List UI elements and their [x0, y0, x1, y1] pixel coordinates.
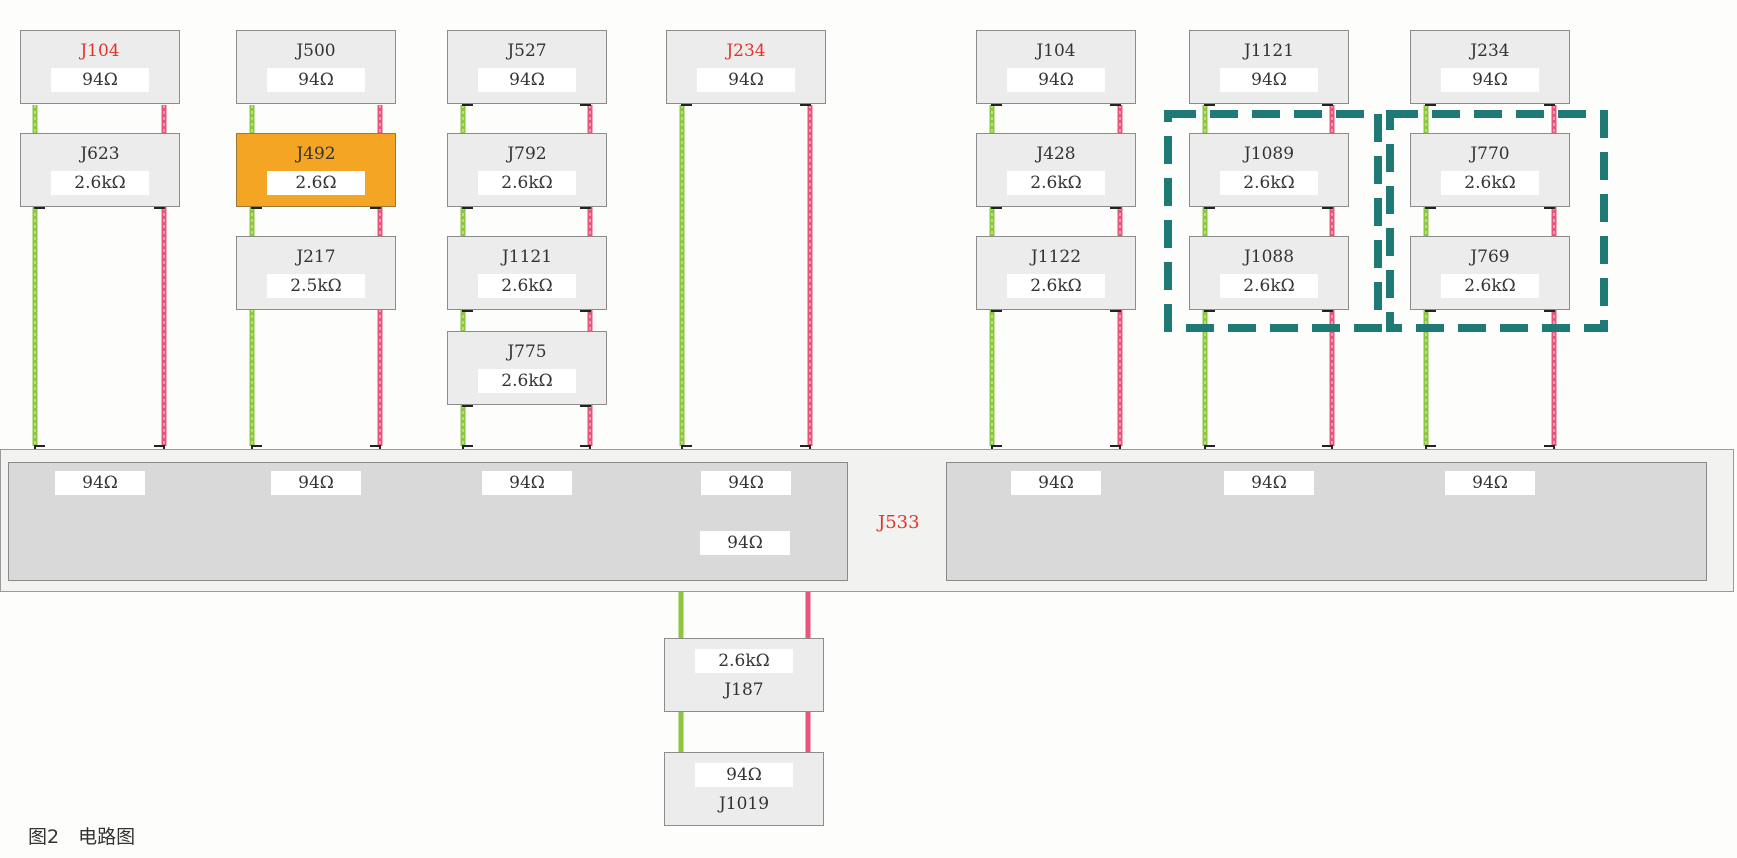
module-j1121b: J1121 94Ω: [1189, 30, 1349, 104]
module-name: J1089: [1243, 144, 1295, 164]
module-name: J770: [1470, 144, 1510, 164]
bus-node-resistance: 94Ω: [271, 471, 361, 495]
module-resistance: 94Ω: [695, 763, 793, 787]
module-name: J1019: [718, 794, 770, 814]
dashed-group-j1089-j1088: [1164, 110, 1382, 332]
module-name: J104: [80, 41, 120, 61]
module-resistance: 2.6kΩ: [1007, 171, 1105, 195]
module-name: J500: [296, 41, 336, 61]
module-name: J1088: [1243, 247, 1295, 267]
module-name: J527: [507, 41, 547, 61]
module-j234b: J234 94Ω: [1410, 30, 1570, 104]
module-name: J623: [80, 144, 120, 164]
module-j104b: J104 94Ω: [976, 30, 1136, 104]
module-resistance: 94Ω: [1007, 68, 1105, 92]
bus-node-resistance: 94Ω: [55, 471, 145, 495]
module-resistance: 2.6kΩ: [1441, 171, 1539, 195]
module-j792: J792 2.6kΩ: [447, 133, 607, 207]
module-j775: J775 2.6kΩ: [447, 331, 607, 405]
module-resistance: 94Ω: [51, 68, 149, 92]
module-resistance: 2.6Ω: [267, 171, 365, 195]
module-resistance: 2.6kΩ: [1220, 171, 1318, 195]
module-name: J1121: [1243, 41, 1295, 61]
bus-node-resistance: 94Ω: [482, 471, 572, 495]
module-name: J217: [296, 247, 336, 267]
module-j770: J770 2.6kΩ: [1410, 133, 1570, 207]
module-j428: J428 2.6kΩ: [976, 133, 1136, 207]
module-resistance: 2.6kΩ: [1441, 274, 1539, 298]
module-name: J1122: [1030, 247, 1082, 267]
module-j217: J217 2.5kΩ: [236, 236, 396, 310]
module-j500: J500 94Ω: [236, 30, 396, 104]
module-resistance: 2.5kΩ: [267, 274, 365, 298]
module-j104: J104 94Ω: [20, 30, 180, 104]
module-resistance: 94Ω: [478, 68, 576, 92]
module-name: J104: [1036, 41, 1076, 61]
module-name: J1121: [501, 247, 553, 267]
module-resistance: 94Ω: [697, 68, 795, 92]
module-name: J187: [724, 680, 764, 700]
module-name: J234: [1470, 41, 1510, 61]
module-resistance: 2.6kΩ: [478, 171, 576, 195]
module-j1121a: J1121 2.6kΩ: [447, 236, 607, 310]
module-resistance: 2.6kΩ: [478, 369, 576, 393]
module-j1019: J1019 94Ω: [664, 752, 824, 826]
module-resistance: 2.6kΩ: [1007, 274, 1105, 298]
module-j234a: J234 94Ω: [666, 30, 826, 104]
bus-node-resistance: 94Ω: [1011, 471, 1101, 495]
module-name: J428: [1036, 144, 1076, 164]
dashed-group-j770-j769: [1386, 110, 1608, 332]
module-resistance: 2.6kΩ: [478, 274, 576, 298]
module-j1088: J1088 2.6kΩ: [1189, 236, 1349, 310]
module-name: J234: [726, 41, 766, 61]
module-name: J492: [296, 144, 336, 164]
module-j1122: J1122 2.6kΩ: [976, 236, 1136, 310]
module-j492: J492 2.6Ω: [236, 133, 396, 207]
module-resistance: 2.6kΩ: [51, 171, 149, 195]
bus-node-resistance: 94Ω: [1445, 471, 1535, 495]
module-resistance: 94Ω: [1441, 68, 1539, 92]
bus-node-resistance: 94Ω: [701, 471, 791, 495]
module-name: J775: [507, 342, 547, 362]
gateway-label: J533: [878, 512, 920, 533]
module-j1089: J1089 2.6kΩ: [1189, 133, 1349, 207]
module-resistance: 2.6kΩ: [1220, 274, 1318, 298]
module-name: J792: [507, 144, 547, 164]
module-j623: J623 2.6kΩ: [20, 133, 180, 207]
module-j527: J527 94Ω: [447, 30, 607, 104]
module-resistance: 94Ω: [267, 68, 365, 92]
module-name: J769: [1470, 247, 1510, 267]
module-resistance: 2.6kΩ: [695, 649, 793, 673]
module-resistance: 94Ω: [1220, 68, 1318, 92]
bus-node-resistance: 94Ω: [1224, 471, 1314, 495]
bus-node-resistance: 94Ω: [700, 531, 790, 555]
module-j769: J769 2.6kΩ: [1410, 236, 1570, 310]
module-j187: J187 2.6kΩ: [664, 638, 824, 712]
figure-caption: 图2 电路图: [28, 826, 136, 848]
